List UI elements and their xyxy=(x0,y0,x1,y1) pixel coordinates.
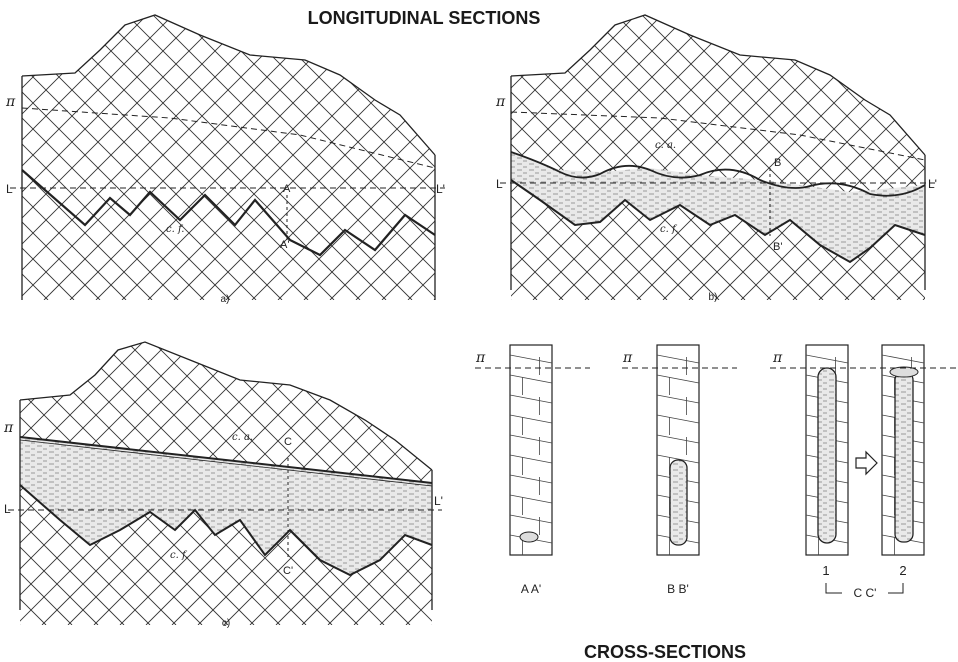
cc-bracket xyxy=(825,583,904,594)
column-aa xyxy=(509,344,553,556)
panel-b-B: B xyxy=(774,157,781,169)
cc1-water-column xyxy=(817,367,837,544)
label-num-1: 1 xyxy=(822,563,829,578)
panel-b-cf: c. f. xyxy=(660,224,678,235)
panel-b-water xyxy=(511,152,925,262)
panel-b: π L L' B B' c. a. c. f. b) xyxy=(495,14,937,303)
cross-sections: π π π A A' B B' 1 2 C C' xyxy=(475,344,956,600)
panel-c-L: L xyxy=(4,502,11,516)
bb-water-column xyxy=(669,459,688,546)
cross-pi-3: π xyxy=(772,350,783,366)
panel-a-A-prime: A' xyxy=(280,239,289,251)
panel-c-caption: c) xyxy=(222,618,230,629)
panel-c-water-table xyxy=(19,436,433,484)
panel-c-C-prime: C' xyxy=(283,565,293,577)
panel-b-B-prime: B' xyxy=(773,241,782,253)
cc2-water-column xyxy=(894,371,914,543)
arrow-right-icon xyxy=(855,450,878,476)
panel-a-L: L xyxy=(6,182,13,196)
panel-c-surface xyxy=(19,341,433,471)
cross-pi-1: π xyxy=(475,350,486,366)
panel-b-conduit xyxy=(510,179,926,264)
panel-a-L-prime: L' xyxy=(436,182,445,196)
panel-a-pi-line xyxy=(21,107,436,169)
panel-a: π L L' A A' c. f. a) xyxy=(5,14,445,305)
panel-c-conduit xyxy=(19,484,433,577)
panel-a-pi: π xyxy=(5,94,16,110)
panel-b-L-prime: L' xyxy=(928,177,937,191)
label-cc: C C' xyxy=(854,586,877,600)
panel-c-L-prime: L' xyxy=(434,494,443,508)
label-num-2: 2 xyxy=(899,563,906,578)
panel-a-cf: c. f. xyxy=(166,224,184,235)
panel-c-cf: c. f. xyxy=(170,550,188,561)
panel-b-ca: c. a. xyxy=(655,140,676,151)
panel-c-ca: c. a. xyxy=(232,432,253,443)
panel-c-pi: π xyxy=(3,420,14,436)
panel-b-caption: b) xyxy=(709,292,718,303)
panel-c-water-table-2 xyxy=(19,439,433,487)
panel-a-surface xyxy=(21,14,436,156)
column-bb xyxy=(656,344,700,556)
column-cc-1 xyxy=(805,344,849,556)
title-longitudinal: LONGITUDINAL SECTIONS xyxy=(308,8,541,28)
label-bb: B B' xyxy=(667,582,689,596)
panel-b-L: L xyxy=(496,177,503,191)
panel-a-rock-hatch xyxy=(22,15,435,300)
panel-a-A: A xyxy=(283,183,291,195)
label-aa: A A' xyxy=(521,582,541,596)
panel-b-surface xyxy=(510,14,926,156)
panel-b-pi-line xyxy=(510,111,926,161)
cc2-top-void xyxy=(889,366,919,378)
panel-b-pi: π xyxy=(495,94,506,110)
panel-c-C: C xyxy=(284,436,292,448)
panel-c-water xyxy=(20,437,432,575)
aa-void xyxy=(519,531,539,543)
column-cc-2 xyxy=(881,344,925,556)
cross-pi-2: π xyxy=(622,350,633,366)
title-cross-sections: CROSS-SECTIONS xyxy=(584,642,746,662)
panel-a-conduit xyxy=(21,169,436,257)
panel-b-water-table xyxy=(510,151,926,197)
panel-a-caption: a) xyxy=(221,294,230,305)
